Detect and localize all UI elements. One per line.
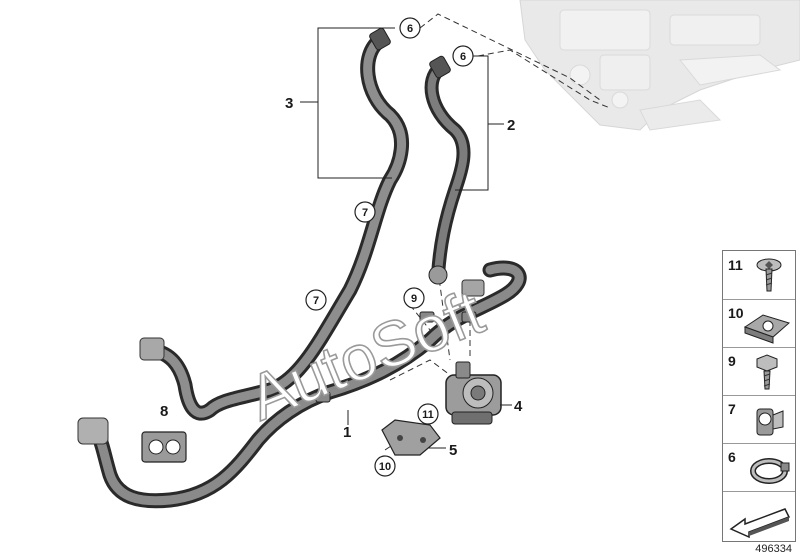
callout-5: 5 <box>449 442 457 459</box>
legend-item-10: 10 <box>723 299 795 348</box>
circled-7b: 7 <box>313 295 319 307</box>
engine-assembly-illustration <box>519 0 800 131</box>
circled-11: 11 <box>422 409 434 421</box>
callout-1: 1 <box>343 424 351 441</box>
circled-10: 10 <box>379 461 391 473</box>
legend-number: 9 <box>728 353 736 369</box>
legend-item-9: 9 <box>723 347 795 396</box>
hose-holder-8 <box>141 431 187 463</box>
circled-6a: 6 <box>407 23 413 35</box>
legend-item-6: 6 <box>723 443 795 492</box>
hose-clip-holder-icon <box>756 408 784 436</box>
hose-fittings <box>77 27 485 445</box>
electric-water-pump <box>445 361 502 425</box>
legend-number: 10 <box>728 305 744 321</box>
torx-screw-icon <box>756 258 782 292</box>
hose-3 <box>142 32 410 421</box>
hose-1 <box>88 260 527 509</box>
group-brackets <box>300 27 512 449</box>
clip-nut-icon <box>743 314 791 344</box>
legend-number: 11 <box>728 257 743 273</box>
circled-9: 9 <box>411 293 417 305</box>
legend-orientation-arrow <box>723 491 795 541</box>
orientation-arrow-icon <box>729 508 791 539</box>
legend-number: 7 <box>728 401 736 417</box>
legend-item-11: 11 <box>723 251 795 300</box>
callout-2: 2 <box>507 117 515 134</box>
pump-bracket <box>381 419 441 456</box>
circled-7a: 7 <box>362 207 368 219</box>
small-clips <box>315 311 477 403</box>
circled-callouts: 6 6 7 7 9 10 11 <box>305 17 474 477</box>
callout-3: 3 <box>285 95 293 112</box>
callout-8: 8 <box>160 403 168 420</box>
document-number: 496334 <box>755 543 792 555</box>
hose-clamp-icon <box>750 458 790 484</box>
legend-item-7: 7 <box>723 395 795 444</box>
hex-bolt-icon <box>756 354 778 390</box>
legend-number: 6 <box>728 449 736 465</box>
hose-2 <box>424 61 471 282</box>
callout-4: 4 <box>514 398 523 415</box>
parts-legend: 11 10 9 7 6 <box>722 250 796 542</box>
circled-6b: 6 <box>460 51 466 63</box>
